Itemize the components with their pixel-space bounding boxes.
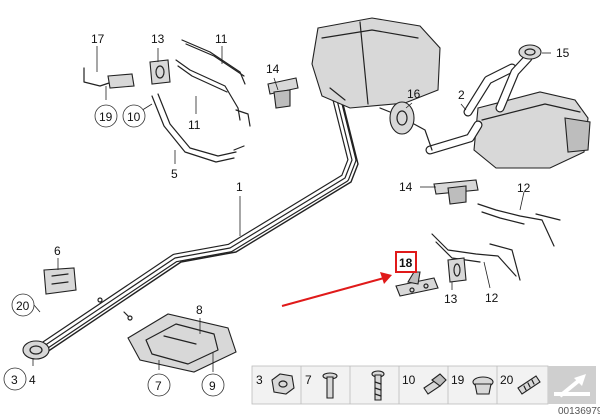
callout-15: 15 — [556, 46, 570, 60]
legend-num-19: 19 — [451, 373, 465, 387]
callout-3: 3 — [11, 373, 18, 387]
callout-6: 6 — [54, 244, 61, 258]
screw-icon — [322, 372, 338, 399]
bolt-icon — [371, 370, 385, 401]
heat-shield-part-8 — [127, 313, 237, 373]
legend-num-3: 3 — [256, 373, 263, 387]
bracket-part-17 — [83, 67, 135, 89]
legend-num-10: 10 — [402, 373, 416, 387]
highlight-box-part-18 — [395, 251, 417, 273]
callout-10: 10 — [127, 110, 141, 124]
center-exhaust-pipe — [22, 91, 359, 360]
callout-5: 5 — [171, 167, 178, 181]
hanger-part-12-upper — [477, 203, 561, 247]
callout-17: 17 — [91, 32, 105, 46]
callout-8: 8 — [196, 303, 203, 317]
legend-strip: 3 7 10 19 20 — [251, 365, 596, 405]
callout-9: 9 — [209, 379, 216, 393]
strap-part-5 — [151, 93, 245, 163]
vibration-damper-part-16 — [379, 101, 433, 151]
arrow-icon — [554, 374, 590, 398]
hanger-part-11 — [175, 39, 251, 127]
rubber-mount-part-13-top — [149, 59, 171, 85]
callout-16: 16 — [407, 87, 421, 101]
callout-14-top: 14 — [266, 62, 280, 76]
bracket-part-14-lower — [433, 179, 479, 205]
callout-2: 2 — [458, 88, 465, 102]
leader-lines — [32, 46, 551, 372]
hex-bolt-icon — [423, 373, 447, 395]
callout-1: 1 — [236, 180, 243, 194]
callout-labels: 17 13 11 19 10 11 14 5 16 2 15 1 14 12 6… — [11, 32, 570, 393]
callout-11-lower: 11 — [188, 118, 201, 132]
small-screws — [97, 297, 133, 321]
nut-icon — [271, 373, 295, 395]
callout-12-upper: 12 — [517, 181, 531, 195]
front-silencer — [311, 17, 441, 109]
legend-num-7: 7 — [305, 373, 312, 387]
callout-18: 18 — [399, 256, 413, 270]
callout-12-lower: 12 — [485, 291, 499, 305]
bracket-part-6 — [43, 267, 77, 295]
bracket-part-14-top — [267, 77, 299, 109]
callout-14-lower: 14 — [399, 180, 413, 194]
callout-11-top: 11 — [215, 32, 228, 46]
rear-silencer — [425, 53, 591, 169]
callout-7: 7 — [155, 379, 162, 393]
rubber-ring-part-15 — [518, 44, 542, 60]
callout-19: 19 — [99, 110, 113, 124]
callout-13-top: 13 — [151, 32, 165, 46]
callout-4: 4 — [29, 373, 36, 387]
grommet-icon — [472, 376, 494, 395]
clamp-part-18 — [395, 271, 439, 297]
image-id: 00136979 — [558, 406, 600, 417]
hanger-part-12-lower — [431, 233, 521, 281]
red-indicator-arrow — [281, 272, 392, 307]
rubber-mount-part-13-lower — [447, 257, 467, 283]
callout-20: 20 — [16, 299, 30, 313]
callout-13-lower: 13 — [444, 292, 458, 306]
callout-circles — [3, 104, 225, 397]
legend-num-20: 20 — [500, 373, 514, 387]
stud-icon — [517, 375, 541, 395]
